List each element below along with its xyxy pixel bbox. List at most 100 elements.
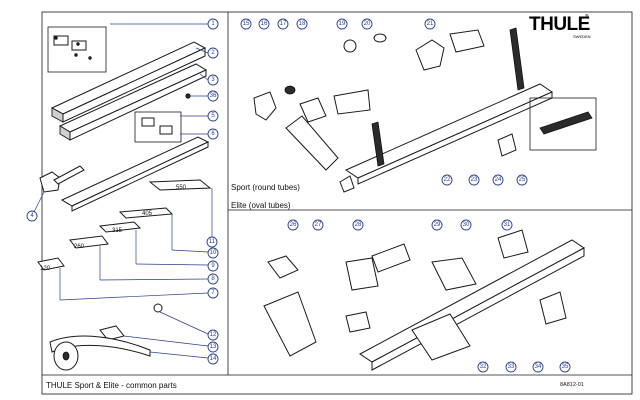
callout-number: 13 <box>210 344 217 350</box>
rivet-part <box>88 56 92 60</box>
leader-line <box>149 351 209 359</box>
callout-number: 11 <box>209 239 216 245</box>
callout-circle <box>207 74 219 86</box>
callout-number: 35 <box>562 364 569 370</box>
knob-part <box>153 303 163 313</box>
dimension-label: 315 <box>112 228 123 234</box>
callout-number: 16 <box>261 21 268 27</box>
callout-circle <box>258 18 270 30</box>
callout-number: 22 <box>444 177 451 183</box>
leader-line <box>99 278 209 281</box>
callout-circle <box>492 174 504 186</box>
callout-circle <box>207 90 219 102</box>
sport-cap-part <box>343 39 357 53</box>
end-cap-part <box>141 117 155 127</box>
callout-number: 2 <box>211 50 215 56</box>
callout-circle <box>516 174 528 186</box>
elite-clamp-arm-part <box>263 291 317 357</box>
profile-side-part <box>62 47 206 123</box>
sport-joint-part <box>415 39 445 71</box>
callout-circle <box>207 329 219 341</box>
callout-circle <box>468 174 480 186</box>
callout-number: 19 <box>339 21 346 27</box>
leader-line <box>123 335 209 347</box>
callout-number: 3 <box>211 77 215 83</box>
elite-frame-holder-part <box>411 313 471 361</box>
section-label-sport: Sport (round tubes) <box>231 183 300 192</box>
elite-cap-part <box>345 311 371 333</box>
callout-circle <box>287 219 299 231</box>
callout-circle <box>26 210 38 222</box>
drawing-code: 8A812-01 <box>560 382 584 388</box>
callout-circle <box>559 361 571 373</box>
callout-circle <box>206 236 218 248</box>
sport-strap-part <box>509 27 525 91</box>
leader-line <box>199 73 209 81</box>
callout-number: 4 <box>30 213 34 219</box>
leader-line <box>59 292 209 301</box>
footer-title: THULE Sport & Elite - common parts <box>46 381 177 390</box>
callout-number: 18 <box>299 21 306 27</box>
dimension-label: 260 <box>74 244 85 250</box>
callout-number: 8 <box>211 276 215 282</box>
callout-circle <box>477 361 489 373</box>
sport-main-rail-side <box>357 91 553 185</box>
rivet-part <box>54 36 58 40</box>
callout-circle <box>207 287 219 299</box>
screw-part <box>185 93 191 99</box>
callout-circle <box>441 174 453 186</box>
callout-circle <box>312 219 324 231</box>
callout-number: 17 <box>280 21 287 27</box>
leader-line <box>159 311 209 335</box>
sport-tube-part <box>449 29 485 53</box>
elite-bracket-part <box>497 229 529 259</box>
callout-circle <box>240 18 252 30</box>
callout-circle <box>532 361 544 373</box>
sport-ring-part <box>373 33 387 43</box>
callout-number: 1 <box>211 21 215 27</box>
callout-circle <box>424 18 436 30</box>
callout-circle <box>207 18 219 30</box>
callout-number: 30 <box>463 222 470 228</box>
callout-number: 6 <box>211 131 215 137</box>
callout-circle <box>207 128 219 140</box>
sport-ratchet-part <box>333 89 371 115</box>
callout-circle <box>277 18 289 30</box>
callout-circle <box>361 18 373 30</box>
load-bar-550 <box>148 179 212 191</box>
sport-clamp-arm-part <box>285 115 339 171</box>
callout-number: 24 <box>495 177 502 183</box>
callout-number: 34 <box>535 364 542 370</box>
kit-box-25 <box>529 97 597 151</box>
end-cap-part <box>159 125 173 135</box>
leader-line <box>195 47 209 54</box>
callout-circle <box>336 18 348 30</box>
end-cap-part <box>53 35 69 46</box>
drawing-frame <box>41 11 633 395</box>
callout-circle <box>207 273 219 285</box>
callout-circle <box>207 353 219 365</box>
kit-box-1 <box>47 26 107 73</box>
callout-number: 12 <box>210 332 217 338</box>
callout-number: 25 <box>519 177 526 183</box>
callout-number: 36 <box>210 93 217 99</box>
profile-side-part <box>69 69 207 141</box>
callout-number: 7 <box>211 290 215 296</box>
kit-box-5 <box>134 111 182 143</box>
callout-number: 32 <box>480 364 487 370</box>
callout-number: 14 <box>210 356 217 362</box>
callout-circle <box>207 110 219 122</box>
callout-circle <box>207 260 219 272</box>
callout-circle <box>207 47 219 59</box>
leader-line <box>135 263 209 266</box>
callout-number: 27 <box>315 222 322 228</box>
elite-knob-part <box>267 255 299 279</box>
end-cap-part <box>71 40 87 51</box>
callout-number: 23 <box>471 177 478 183</box>
callout-number: 20 <box>364 21 371 27</box>
foot-arm-part <box>53 165 85 185</box>
dimension-label: 120 <box>40 266 51 272</box>
callout-number: 21 <box>427 21 434 27</box>
load-bar-120 <box>37 257 65 271</box>
